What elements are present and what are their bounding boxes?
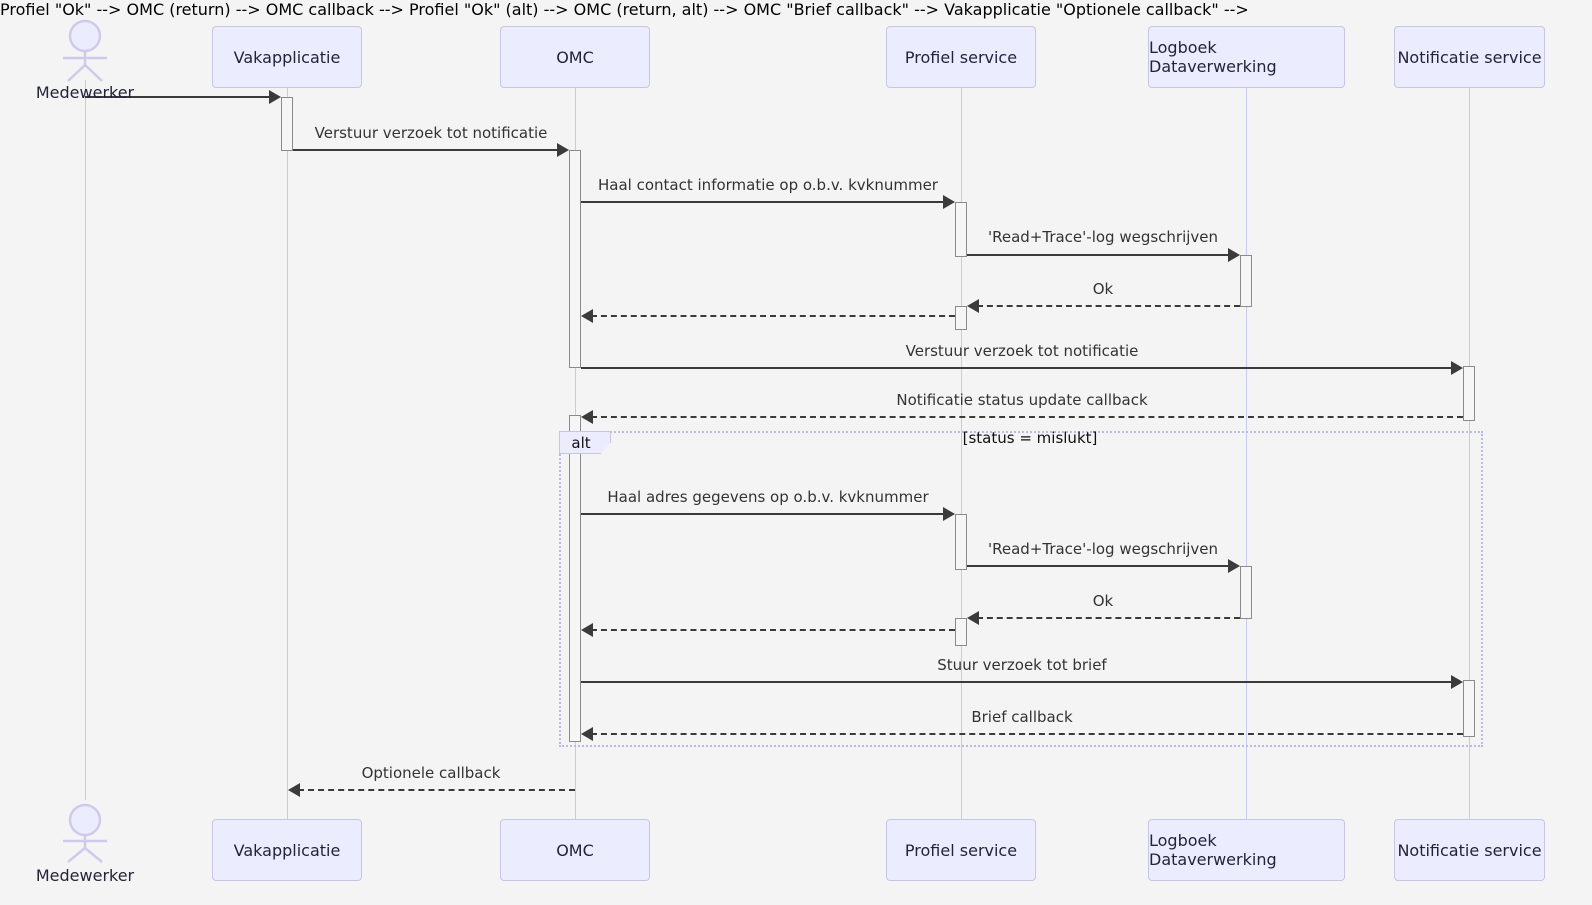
arrowhead-icon: [1228, 248, 1240, 262]
participant-label: Profiel service: [904, 47, 1018, 67]
participant-vakapplicatie-bottom: Vakapplicatie: [212, 819, 362, 881]
participant-profiel-service-bottom: Profiel service: [886, 819, 1036, 881]
arrowhead-icon: [1451, 675, 1463, 689]
participant-logboek-bottom: Logboek Dataverwerking: [1148, 819, 1345, 881]
alt-frame: [559, 431, 1483, 747]
activation-profiel-2b: [955, 618, 967, 646]
arrowhead-icon: [581, 309, 593, 323]
actor-figure-icon: [63, 19, 107, 82]
activation-omc-2: [569, 415, 581, 742]
activation-profiel-2: [955, 514, 967, 570]
lifeline-medewerker: [85, 80, 86, 800]
arrowhead-icon: [581, 410, 593, 424]
activation-vakapplicatie: [281, 97, 293, 151]
arrowhead-icon: [288, 783, 300, 797]
message-arrow-0: [85, 96, 271, 98]
message-label-8: Haal adres gegevens op o.b.v. kvknummer: [607, 488, 929, 506]
arrowhead-icon: [581, 623, 593, 637]
message-label-6: Verstuur verzoek tot notificatie: [905, 342, 1139, 360]
lifeline-notificatie: [1469, 88, 1470, 819]
participant-label: OMC: [556, 47, 594, 67]
actor-label-top: Medewerker: [35, 83, 135, 102]
lifeline-profiel-service: [961, 88, 962, 819]
message-arrow-14: [298, 789, 575, 791]
message-label-7: Notificatie status update callback: [896, 391, 1148, 409]
activation-profiel-1: [955, 202, 967, 257]
message-label-4: Ok: [1092, 280, 1114, 298]
participant-label: Notificatie service: [1397, 47, 1542, 67]
message-arrow-12: [581, 681, 1453, 683]
alt-guard-condition: [status = mislukt]: [962, 429, 1098, 447]
activation-logboek-2: [1240, 566, 1252, 619]
activation-logboek-1: [1240, 255, 1252, 307]
arrowhead-icon: [943, 507, 955, 521]
participant-notificatie-bottom: Notificatie service: [1394, 819, 1545, 881]
message-label-13: Brief callback: [971, 708, 1073, 726]
participant-notificatie-top: Notificatie service: [1394, 26, 1545, 88]
activation-notificatie-2: [1463, 680, 1475, 737]
message-arrow-1: [293, 149, 559, 151]
message-arrow-5: [591, 315, 955, 317]
arrowhead-icon: [967, 299, 979, 313]
alt-operator-tab: alt: [559, 431, 611, 454]
actor-figure-icon: [63, 803, 107, 863]
message-arrow-11: [591, 629, 955, 631]
participant-label: Notificatie service: [1397, 840, 1542, 860]
arrowhead-icon: [967, 611, 979, 625]
arrowhead-icon: [1451, 361, 1463, 375]
activation-omc-1: [569, 150, 581, 368]
message-label-14: Optionele callback: [361, 764, 501, 782]
message-arrow-3: [967, 254, 1230, 256]
message-arrow-2: [581, 201, 945, 203]
participant-omc-top: OMC: [500, 26, 650, 88]
participant-omc-bottom: OMC: [500, 819, 650, 881]
message-arrow-7: [591, 416, 1463, 418]
arrowhead-icon: [269, 90, 281, 104]
participant-label: OMC: [556, 840, 594, 860]
arrowhead-icon: [557, 143, 569, 157]
message-arrow-4: [977, 305, 1240, 307]
message-arrow-6: [581, 367, 1453, 369]
participant-label: Logboek Dataverwerking: [1149, 831, 1277, 869]
message-label-9: 'Read+Trace'-log wegschrijven: [987, 540, 1219, 558]
message-arrow-8: [581, 513, 945, 515]
message-arrow-13: [591, 733, 1463, 735]
activation-notificatie-1: [1463, 366, 1475, 421]
message-label-1: Verstuur verzoek tot notificatie: [314, 124, 548, 142]
message-label-10: Ok: [1092, 592, 1114, 610]
arrowhead-icon: [1228, 559, 1240, 573]
participant-label: Logboek Dataverwerking: [1149, 38, 1277, 76]
participant-label: Vakapplicatie: [233, 47, 341, 67]
message-label-3: 'Read+Trace'-log wegschrijven: [987, 228, 1219, 246]
participant-label: Vakapplicatie: [233, 840, 341, 860]
actor-label-bottom: Medewerker: [35, 866, 135, 885]
message-arrow-9: [967, 565, 1230, 567]
activation-profiel-1b: [955, 306, 967, 330]
participant-profiel-service-top: Profiel service: [886, 26, 1036, 88]
participant-logboek-top: Logboek Dataverwerking: [1148, 26, 1345, 88]
lifeline-logboek: [1246, 88, 1247, 819]
message-label-2: Haal contact informatie op o.b.v. kvknum…: [598, 176, 938, 194]
arrowhead-icon: [581, 727, 593, 741]
message-label-12: Stuur verzoek tot brief: [937, 656, 1107, 674]
arrowhead-icon: [943, 195, 955, 209]
message-arrow-10: [977, 617, 1240, 619]
participant-label: Profiel service: [904, 840, 1018, 860]
lifeline-vakapplicatie: [287, 88, 288, 819]
participant-vakapplicatie-top: Vakapplicatie: [212, 26, 362, 88]
